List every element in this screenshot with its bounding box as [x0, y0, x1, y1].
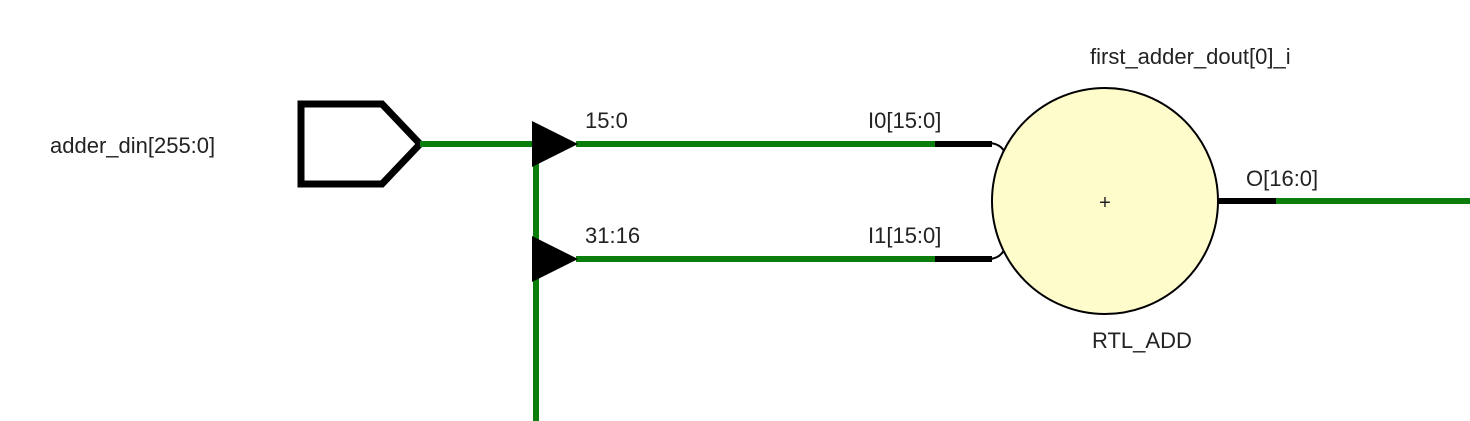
adder-pin-i0[interactable]	[935, 141, 1005, 152]
adder-pin-label-i1: I1[15:0]	[868, 223, 941, 248]
adder-instance-name: first_adder_dout[0]_i	[1090, 44, 1291, 69]
slice-label-15-0: 15:0	[585, 108, 628, 133]
adder-pin-i1[interactable]	[935, 249, 1005, 262]
slice-label-31-16: 31:16	[585, 223, 640, 248]
bus-ripper-15-0[interactable]	[532, 121, 578, 167]
adder-cell-type: RTL_ADD	[1092, 328, 1192, 353]
input-port-symbol[interactable]	[297, 100, 425, 188]
adder-pin-label-o: O[16:0]	[1246, 166, 1318, 191]
adder-pin-label-i0: I0[15:0]	[868, 108, 941, 133]
input-port-adder-din[interactable]	[297, 100, 425, 188]
input-port-label: adder_din[255:0]	[50, 133, 215, 158]
bus-ripper-31-16[interactable]	[532, 236, 578, 282]
adder-plus-symbol: +	[1099, 192, 1111, 214]
